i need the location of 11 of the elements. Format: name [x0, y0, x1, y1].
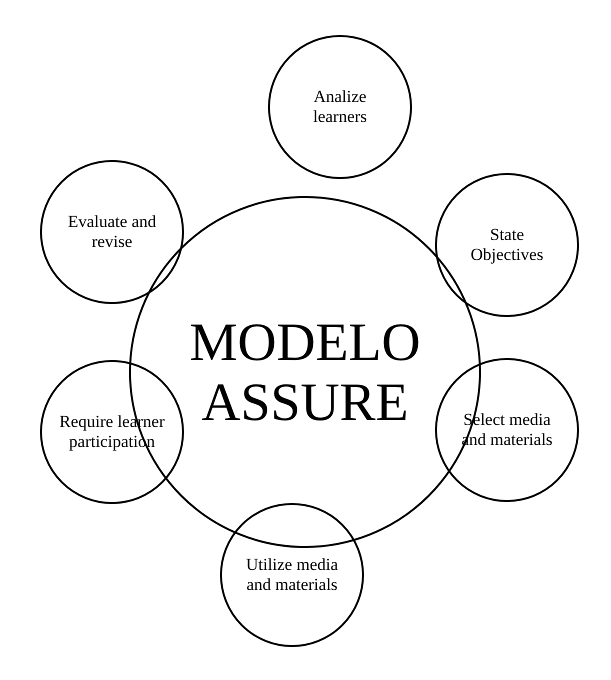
model-title: MODELO ASSURE	[188, 312, 422, 432]
step-circle	[435, 173, 579, 317]
step-circle	[268, 35, 412, 179]
step-circle	[40, 160, 184, 304]
step-label: Evaluate and revise	[66, 212, 158, 252]
step-circle	[220, 503, 364, 647]
step-label: State Objectives	[470, 225, 544, 265]
step-label: Analize learners	[312, 87, 368, 127]
step-circle	[40, 360, 184, 504]
step-label: Utilize media and materials	[244, 555, 340, 595]
step-circle	[435, 358, 579, 502]
